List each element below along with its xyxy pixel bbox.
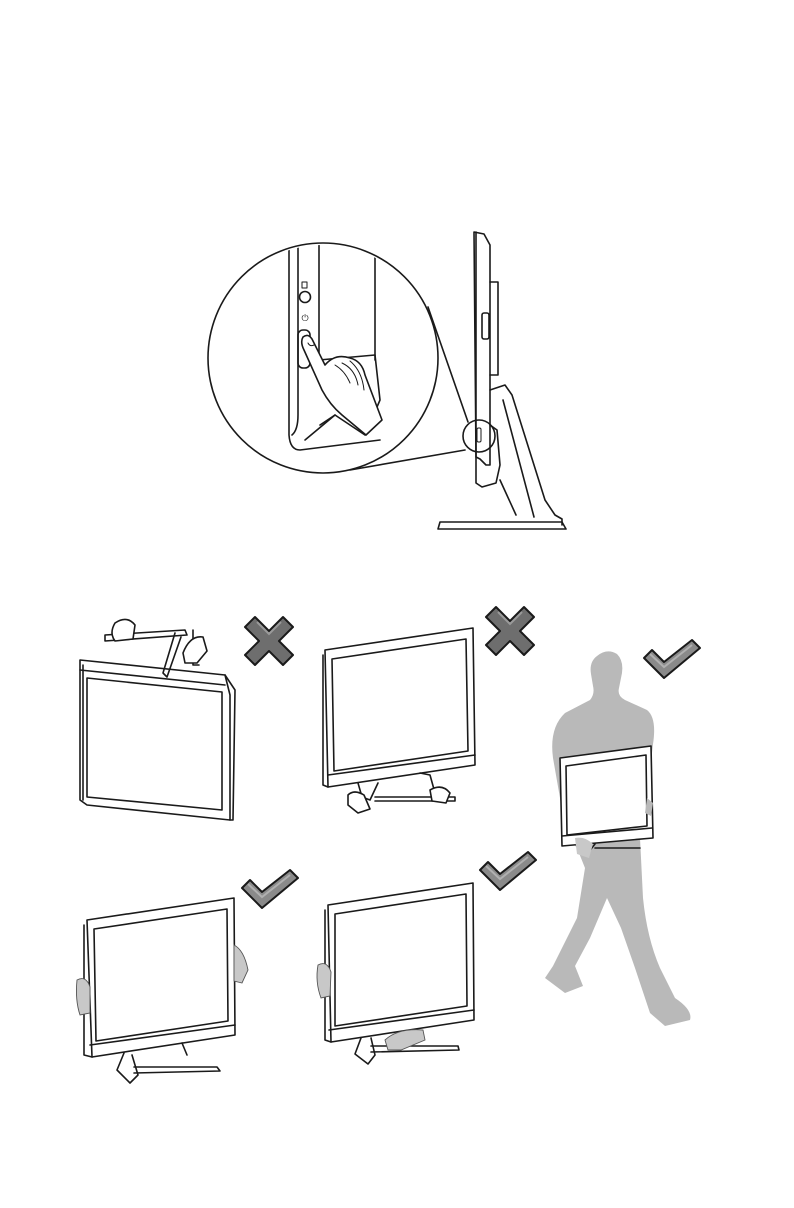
handling-carry-walking	[535, 648, 705, 1033]
cross-icon	[243, 615, 295, 667]
cross-icon	[484, 605, 536, 657]
monitor-side-profile	[438, 232, 566, 529]
check-icon	[240, 868, 300, 912]
check-icon	[478, 850, 538, 894]
power-button-illustration: ⏻	[200, 225, 580, 535]
check-icon	[642, 638, 702, 682]
menu-button-icon	[300, 292, 311, 303]
handling-hold-both-sides	[72, 895, 257, 1090]
handling-hold-side-and-base	[313, 880, 478, 1075]
power-button-icon: ⏻	[301, 313, 308, 324]
magnified-power-button: ⏻	[208, 235, 438, 473]
handling-lift-by-stand	[320, 625, 480, 820]
